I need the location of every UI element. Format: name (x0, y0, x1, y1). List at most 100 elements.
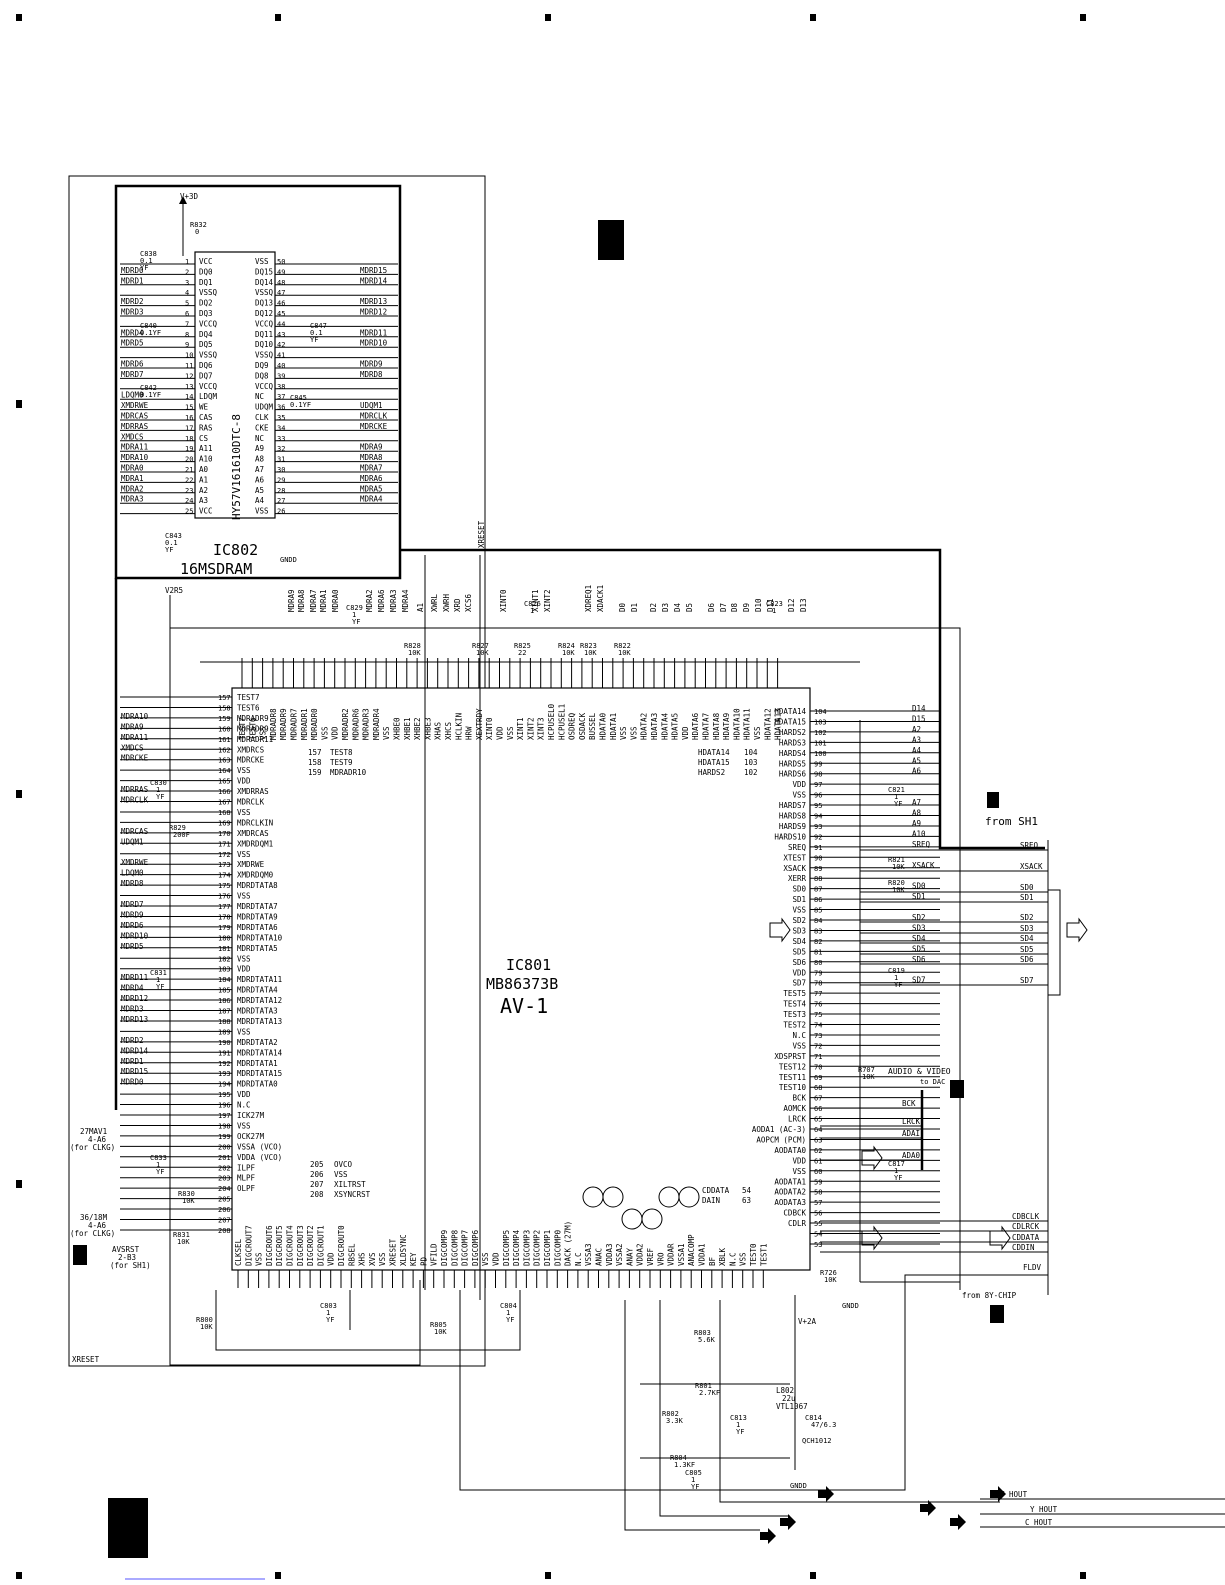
ic801-pin-name: MDRCKE (237, 756, 265, 765)
ic801-pin-number: 97 (814, 781, 822, 789)
ic802-pin-number: 44 (277, 320, 285, 328)
resistor-value: 10K (200, 1323, 213, 1331)
resistor-ref: R726 (820, 1269, 837, 1277)
cap-label: C805 (685, 1469, 702, 1477)
output-net-label: Y_HOUT (1030, 1505, 1058, 1514)
avsrst-ref: 2-B3 (118, 1253, 136, 1262)
resistor-ref: R802 (662, 1410, 679, 1418)
ic801-pin-number: 157 (308, 748, 322, 757)
ic802-net-label: MDRCAS (121, 412, 149, 421)
ic801-pin-name: VRO (656, 1252, 665, 1266)
ic802-pin-name: A1 (199, 475, 208, 484)
fldv-label: FLDV (1023, 1263, 1042, 1272)
ic801-pin-number: 167 (218, 799, 231, 807)
ic801-pin-name: TEST5 (783, 989, 806, 998)
ic801-pin-name: HDATA11 (743, 708, 752, 740)
ic802-pin-name: A8 (255, 455, 265, 464)
ic802-pin-name: A3 (199, 496, 208, 505)
ic801-pin-number: 100 (814, 750, 827, 758)
ic802-pin-name: A2 (199, 486, 208, 495)
ic802-net-label: XMDCS (121, 432, 144, 441)
cap-label: 0.1 (140, 257, 153, 265)
ic802-net-label: MDRD8 (360, 370, 383, 379)
ic801-pin-name: OCK27M (237, 1132, 265, 1141)
cap-label: 1 (894, 793, 898, 801)
ic802-net-label: MDRD6 (121, 360, 144, 369)
ic801-net-label: D10 (754, 598, 763, 612)
ic802-pin-name: A5 (255, 486, 264, 495)
ic802-type: 16MSDRAM (180, 560, 252, 578)
ic801-pin-number: 80 (814, 959, 822, 967)
output-arrow (920, 1500, 936, 1516)
ic802-pin-name: CAS (199, 413, 213, 422)
ic801-pin-name: ANACOMP (687, 1234, 696, 1266)
signal-arrow (861, 1225, 883, 1251)
avsrst-note: (for SH1) (110, 1261, 151, 1270)
ic801-pin-name: DIGCOMP8 (450, 1229, 459, 1266)
ic801-net-label: SREQ (912, 840, 931, 849)
ic802-pin-name: DQ13 (255, 299, 273, 308)
ic802-ref: IC802 (213, 541, 258, 559)
ic801-pin-number: 58 (814, 1189, 822, 1197)
xreset-vert: XRESET (477, 520, 486, 548)
ic801-pin-name: OSDACK (578, 712, 587, 740)
ic801-pin-name: AOPCM (PCM) (756, 1135, 806, 1144)
ic801-net-label: MDRD2 (121, 1036, 144, 1045)
ic801-pin-name: TEST7 (238, 717, 247, 740)
ic801-pin-name: DIGCOMP6 (471, 1229, 480, 1266)
ic801-net-label: MDRA8 (297, 589, 306, 612)
ic802-net-label: MDRD14 (360, 276, 388, 285)
ic802-net-label: UDQM1 (360, 401, 383, 410)
ic801-pin-name: MDRDTATA5 (237, 944, 278, 953)
ic802-pin-number: 38 (277, 383, 285, 391)
ic801-pin-number: 159 (308, 768, 322, 777)
ic801-pin-name: DIGCOMP0 (553, 1229, 562, 1266)
ic801-pin-number: 55 (814, 1220, 822, 1228)
ic802-pin-name: VCCQ (255, 319, 274, 328)
ic802-pin-number: 40 (277, 362, 285, 370)
bus-net-label: SD6 (1020, 955, 1034, 964)
ic802-pin-name: VSSQ (199, 288, 218, 297)
ic801-pin-number: 102 (814, 729, 827, 737)
ic801-net-label: D2 (649, 603, 658, 612)
ic801-pin-number: 173 (218, 861, 231, 869)
cap-label: C804 (500, 1302, 517, 1310)
ic801-pin-name: DACK (27M) (564, 1221, 573, 1266)
ic801-pin-number: 208 (310, 1190, 324, 1199)
cap-label: C830 (150, 779, 167, 787)
ic801-pin-name: HARDS5 (779, 759, 806, 768)
ic802-pin-number: 27 (277, 497, 285, 505)
ic801-net-label: A1 (416, 603, 425, 612)
ic801-pin-name: HDATA9 (722, 713, 731, 740)
ic801-net-label: MDRA6 (377, 589, 386, 612)
ic801-pin-name: VDDAR (667, 1243, 676, 1266)
cap-label: C845 (290, 394, 307, 402)
ic801-pin-name: VSS (753, 726, 762, 740)
ic801-pin-number: 175 (218, 882, 231, 890)
ic801-net-label: XWRL (430, 593, 439, 612)
ic801-pin-name: MDRADR1 (300, 708, 309, 740)
ic801-pin-name: DIGCROUT3 (296, 1225, 305, 1266)
ic801-pin-number: 82 (814, 938, 822, 946)
signal-arrow (861, 1145, 883, 1171)
ic801-pin-number: 63 (742, 1196, 751, 1205)
output-net-label: V_HOUT (1000, 1490, 1028, 1499)
ic801-pin-number: 177 (218, 903, 231, 911)
resistor-ref: R823 (580, 642, 597, 650)
ic801-pin-number: 88 (814, 875, 822, 883)
from-8y-label: from 8Y-CHIP (962, 1291, 1017, 1300)
cap-label: C826 (524, 600, 541, 608)
ic801-net-label: D0 (618, 602, 627, 612)
cap-label: YF (736, 1428, 744, 1436)
ic802-pin-number: 47 (277, 289, 285, 297)
resistor-value: 10K (562, 649, 575, 657)
ic801-net-label: MDRD11 (121, 973, 148, 982)
ic801-pin-number: 56 (814, 1210, 822, 1218)
cap-label: YF (352, 618, 360, 626)
ic802-pin-name: VSSQ (199, 351, 218, 360)
ic801-pin-name: AODA1 (AC-3) (752, 1125, 806, 1134)
ic801-pin-name: MDRADR2 (341, 708, 350, 740)
ic801-pin-name: XLDSYNC (399, 1234, 408, 1266)
ic801-pin-number: 163 (218, 757, 231, 765)
ic802-pin-name: DQ2 (199, 299, 213, 308)
